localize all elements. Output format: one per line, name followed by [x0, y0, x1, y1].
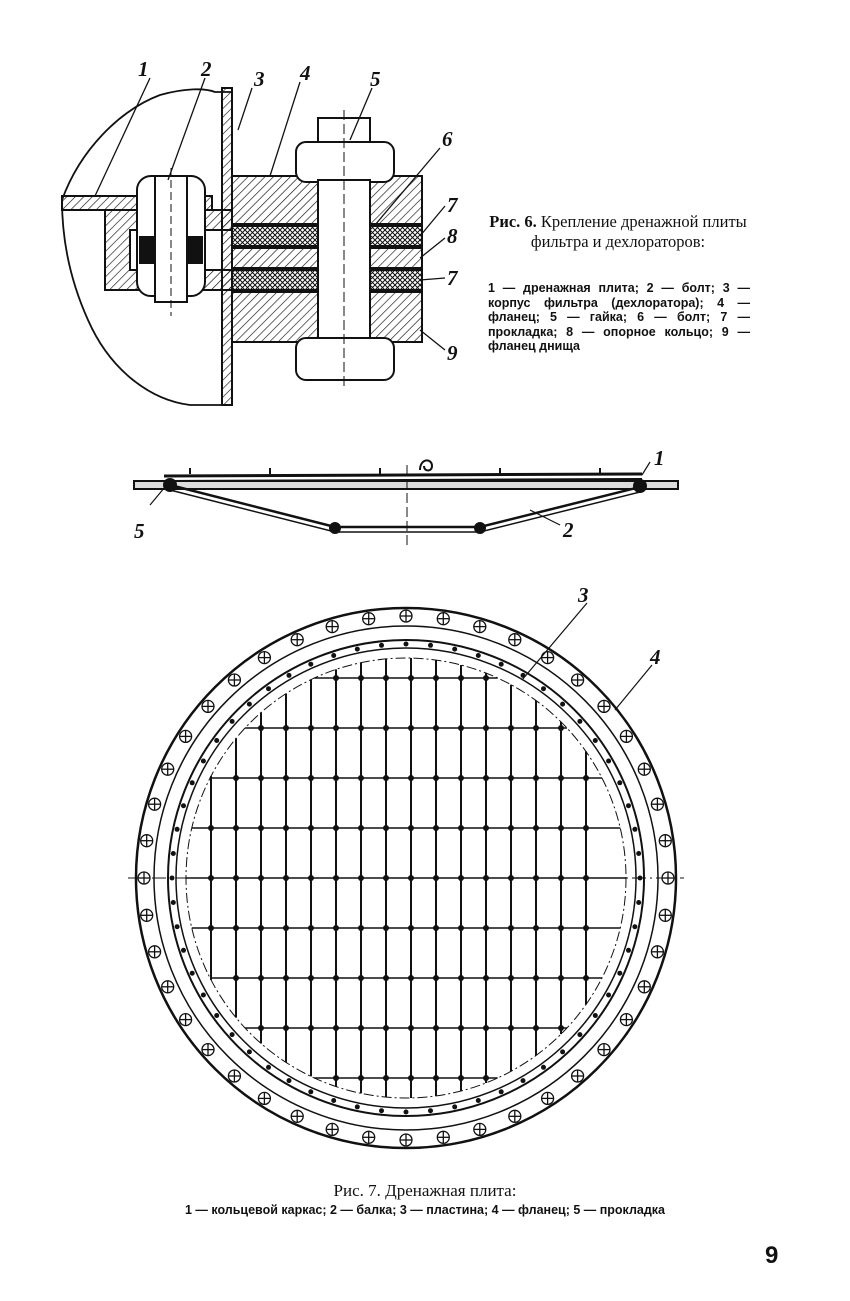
figure-7-section-labels: 1 5 2: [134, 446, 665, 543]
fig7-caption-legend: 1 — кольцевой каркас; 2 — балка; 3 — пла…: [184, 1203, 666, 1217]
fig6-label-1: 1: [138, 57, 149, 81]
fig6-label-8: 8: [447, 224, 458, 248]
fig6-label-9: 9: [447, 341, 458, 365]
fig7-section-label-2: 2: [562, 518, 574, 542]
fig7-section-label-1: 1: [654, 446, 665, 470]
figure-7-plan-drawing: [128, 602, 684, 1150]
fig6-label-7b: 7: [447, 266, 459, 290]
fig7-section-label-5: 5: [134, 519, 145, 543]
fig6-caption-text: Крепление дренажной плиты фильтра и дехл…: [530, 212, 747, 251]
figure-6-labels: 1 2 3 4 5 6 7 8 7 9: [138, 57, 459, 365]
fig7-plan-label-3: 3: [577, 583, 589, 607]
fig6-label-4: 4: [299, 61, 311, 85]
fig6-caption-prefix: Рис. 6.: [489, 212, 537, 231]
figure-7-section-drawing: [133, 459, 679, 545]
fig6-label-7a: 7: [447, 193, 459, 217]
fig6-caption-legend: 1 — дренажная плита; 2 — болт; 3 — корпу…: [488, 281, 750, 354]
fig6-label-5: 5: [370, 67, 381, 91]
fig7-caption-title: Рис. 7. Дренажная плита:: [333, 1181, 517, 1200]
flange-bolt-circle: [137, 609, 675, 1147]
fig7-plan-label-4: 4: [649, 645, 661, 669]
fig6-label-3: 3: [253, 67, 265, 91]
fig6-label-6: 6: [442, 127, 453, 151]
page-number: 9: [765, 1242, 779, 1269]
fig6-caption-title: Рис. 6. Крепление дренажной плиты фильтр…: [488, 212, 748, 252]
figure-6-drawing: [61, 77, 446, 406]
fastener-dots: [169, 641, 643, 1115]
figure-7-plan-labels: 3 4: [577, 583, 661, 669]
fig6-label-2: 2: [200, 57, 212, 81]
